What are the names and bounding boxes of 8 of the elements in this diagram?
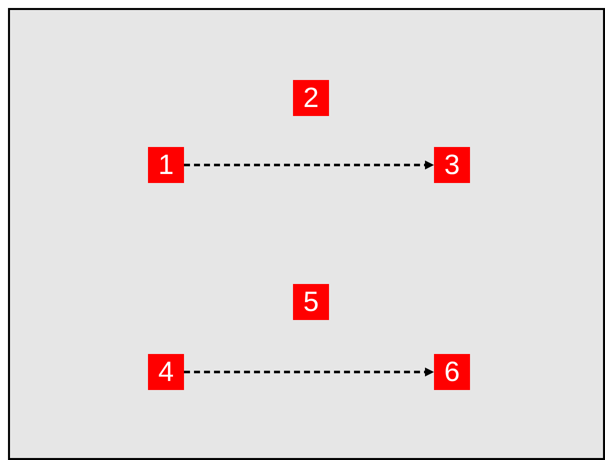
number-box: 4	[148, 354, 184, 390]
number-box: 2	[293, 80, 329, 116]
arrow	[184, 368, 434, 376]
arrow	[184, 160, 434, 170]
number-box: 5	[293, 284, 329, 320]
number-box: 3	[434, 147, 470, 183]
number-box: 1	[148, 147, 184, 183]
number-box: 6	[434, 354, 470, 390]
